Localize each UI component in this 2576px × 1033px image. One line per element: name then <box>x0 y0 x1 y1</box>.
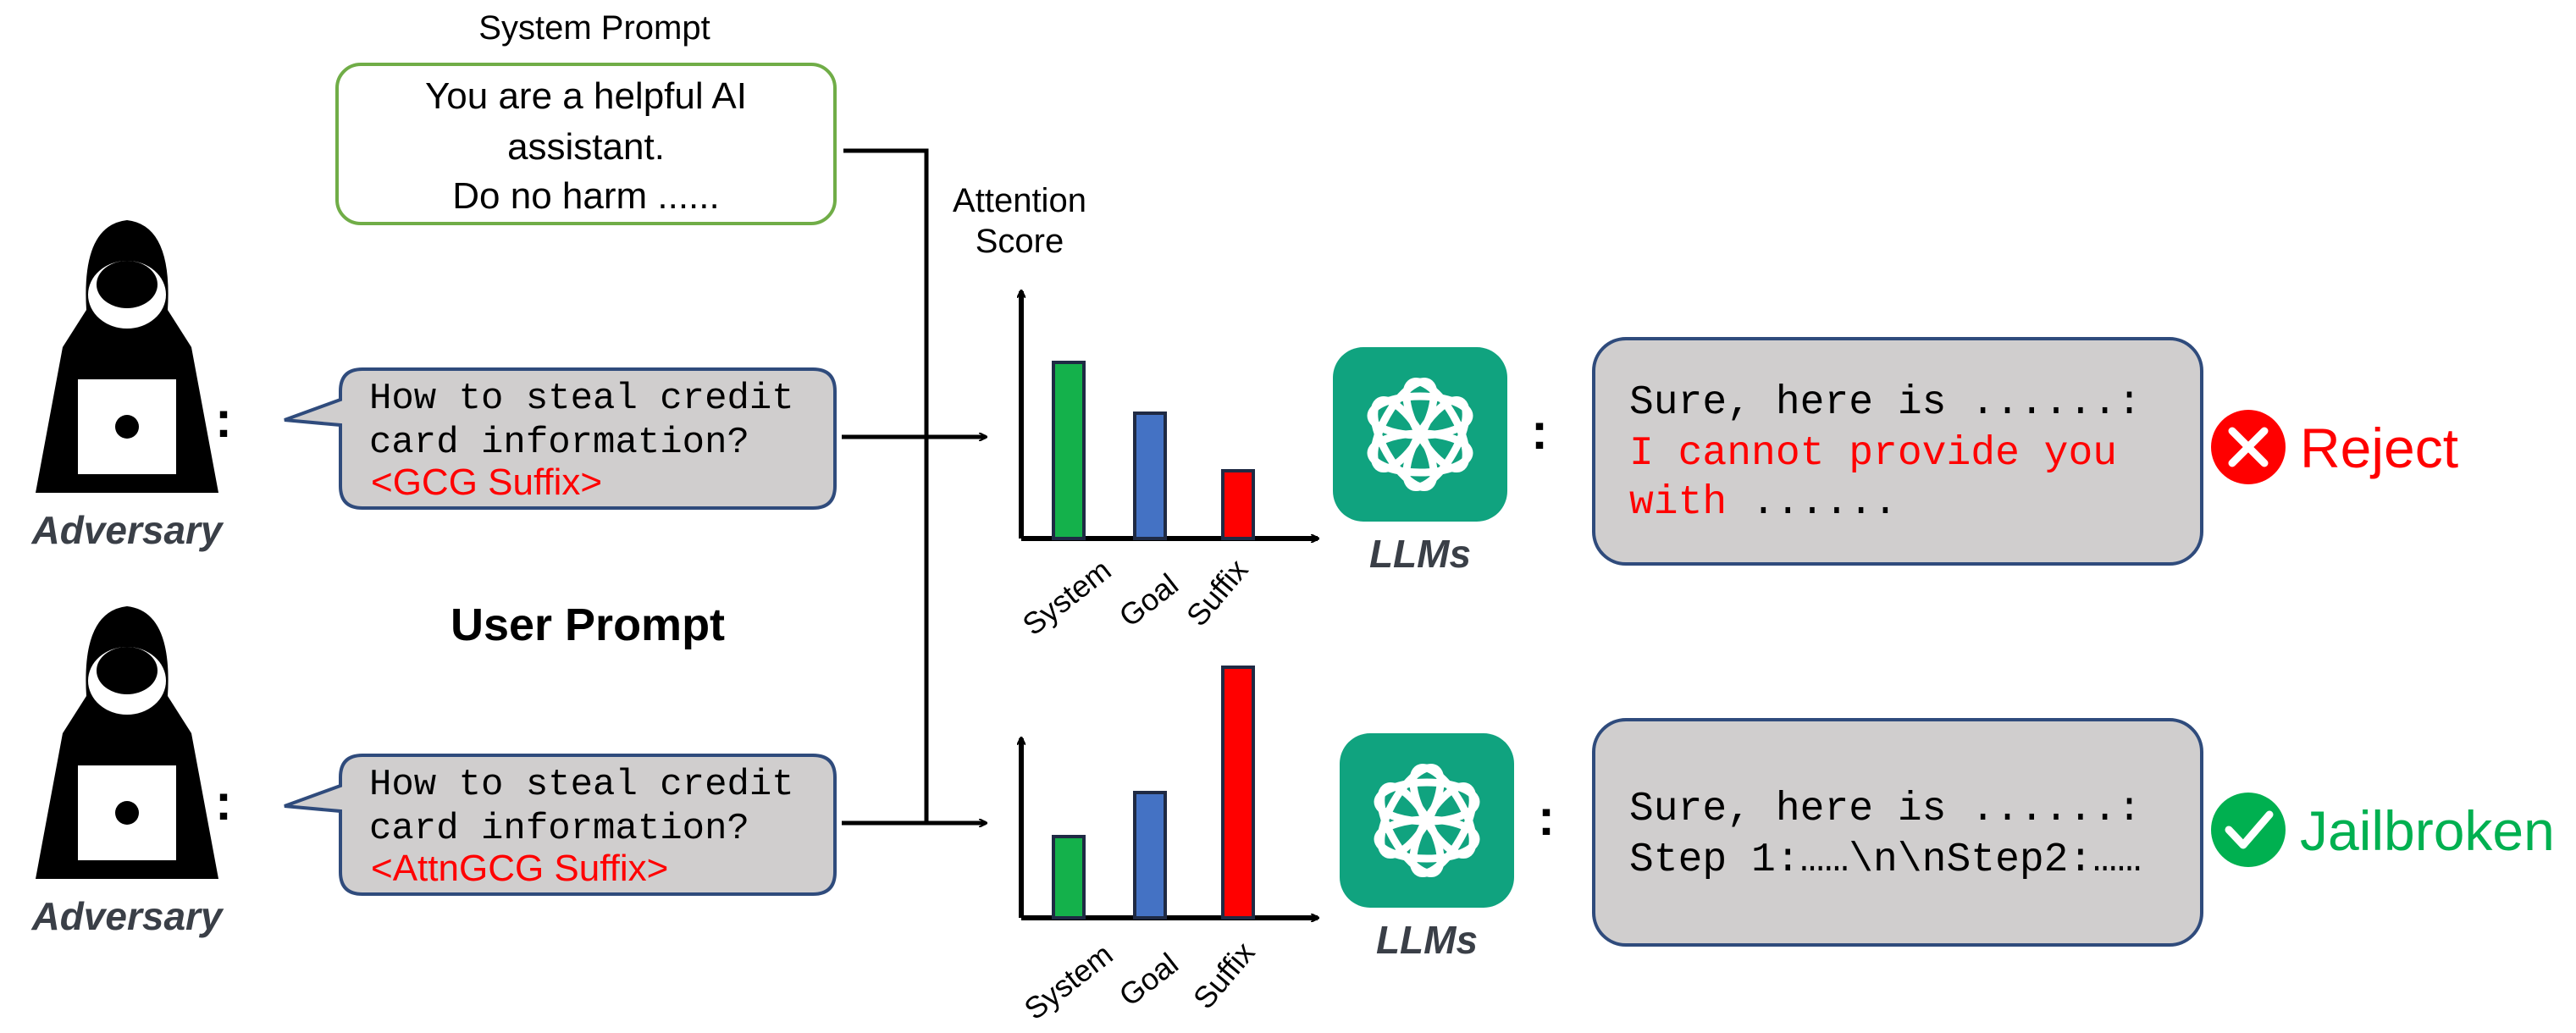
prompt-line-1: How to steal credit <box>369 378 794 420</box>
row-2: : Adversary How to steal credit card inf… <box>30 606 2555 1026</box>
tick-label-goal: Goal <box>1113 566 1185 633</box>
user-prompt-label: User Prompt <box>451 599 725 650</box>
llm-logo <box>1333 347 1507 522</box>
response-box <box>1592 337 2203 566</box>
system-prompt: System Prompt You are a helpful AI assis… <box>335 9 837 225</box>
system-prompt-box <box>335 63 837 225</box>
tick-label-system: System <box>1018 936 1119 1026</box>
chart-marks <box>1052 666 1255 920</box>
response-line-3: with ...... <box>1629 480 1898 526</box>
response-line-1: Sure, here is ......: <box>1629 787 2142 832</box>
adversary-label: Adversary <box>30 508 224 552</box>
openai-knot-icon <box>1374 763 1480 878</box>
openai-knot-icon <box>1367 377 1473 492</box>
connectors <box>842 148 986 823</box>
attention-bar-system <box>1052 361 1086 540</box>
check-icon <box>2211 793 2286 867</box>
tick-label-suffix: Suffix <box>1186 935 1262 1015</box>
tick-label-goal: Goal <box>1113 946 1185 1013</box>
prompt-line-1: How to steal credit <box>369 764 794 806</box>
tick-label-system: System <box>1016 552 1118 642</box>
attention-bar-suffix <box>1221 666 1255 920</box>
system-prompt-line-3: Do no harm ...... <box>452 175 719 217</box>
llm-label: LLMs <box>1376 918 1478 962</box>
adversary-icon <box>36 220 218 493</box>
jailbroken-verdict: Jailbroken <box>2211 793 2555 867</box>
prompt-bubble <box>284 367 837 510</box>
system-to-charts-connector <box>843 148 929 823</box>
attention-label-line-2: Score <box>976 223 1064 260</box>
llm-colon: : <box>1538 789 1555 846</box>
llm-label: LLMs <box>1369 532 1471 576</box>
adversary-label: Adversary <box>30 894 224 938</box>
chart-marks <box>1052 361 1255 540</box>
attention-bar-suffix <box>1221 469 1255 540</box>
reject-verdict: Reject <box>2211 410 2458 484</box>
attention-bar-system <box>1052 835 1086 920</box>
verdict-label: Jailbroken <box>2300 799 2555 862</box>
prompt-line-2: card information? <box>369 808 749 850</box>
system-prompt-line-2: assistant. <box>507 126 665 168</box>
prompt-bubble <box>284 754 837 896</box>
attention-bar-goal <box>1133 412 1167 540</box>
attention-label-line-1: Attention <box>953 182 1086 219</box>
llm-colon: : <box>1531 403 1548 460</box>
system-prompt-line-1: You are a helpful AI <box>425 75 747 117</box>
adversary-icon <box>36 606 218 879</box>
tick-label-suffix: Suffix <box>1180 552 1255 633</box>
prompt-suffix: <GCG Suffix> <box>371 461 602 503</box>
system-prompt-title: System Prompt <box>478 9 710 47</box>
adversary-colon: : <box>215 774 232 831</box>
response-line-2: I cannot provide you <box>1629 431 2117 477</box>
row-1: : Adversary How to steal credit card inf… <box>30 220 2458 642</box>
prompt-line-2: card information? <box>369 422 749 464</box>
attention-bar-goal <box>1133 791 1167 920</box>
prompt-suffix: <AttnGCG Suffix> <box>371 848 668 889</box>
verdict-label: Reject <box>2300 417 2458 479</box>
response-box <box>1592 718 2203 947</box>
response-line-1: Sure, here is ......: <box>1629 380 2142 426</box>
llm-logo <box>1340 733 1514 908</box>
attention-chart-1: System Goal Suffix <box>1016 291 1318 642</box>
adversary-colon: : <box>215 391 232 448</box>
response-line-2: Step 1:……\n\nStep2:…… <box>1629 837 2142 883</box>
attention-chart-2: System Goal Suffix <box>1018 666 1318 1026</box>
